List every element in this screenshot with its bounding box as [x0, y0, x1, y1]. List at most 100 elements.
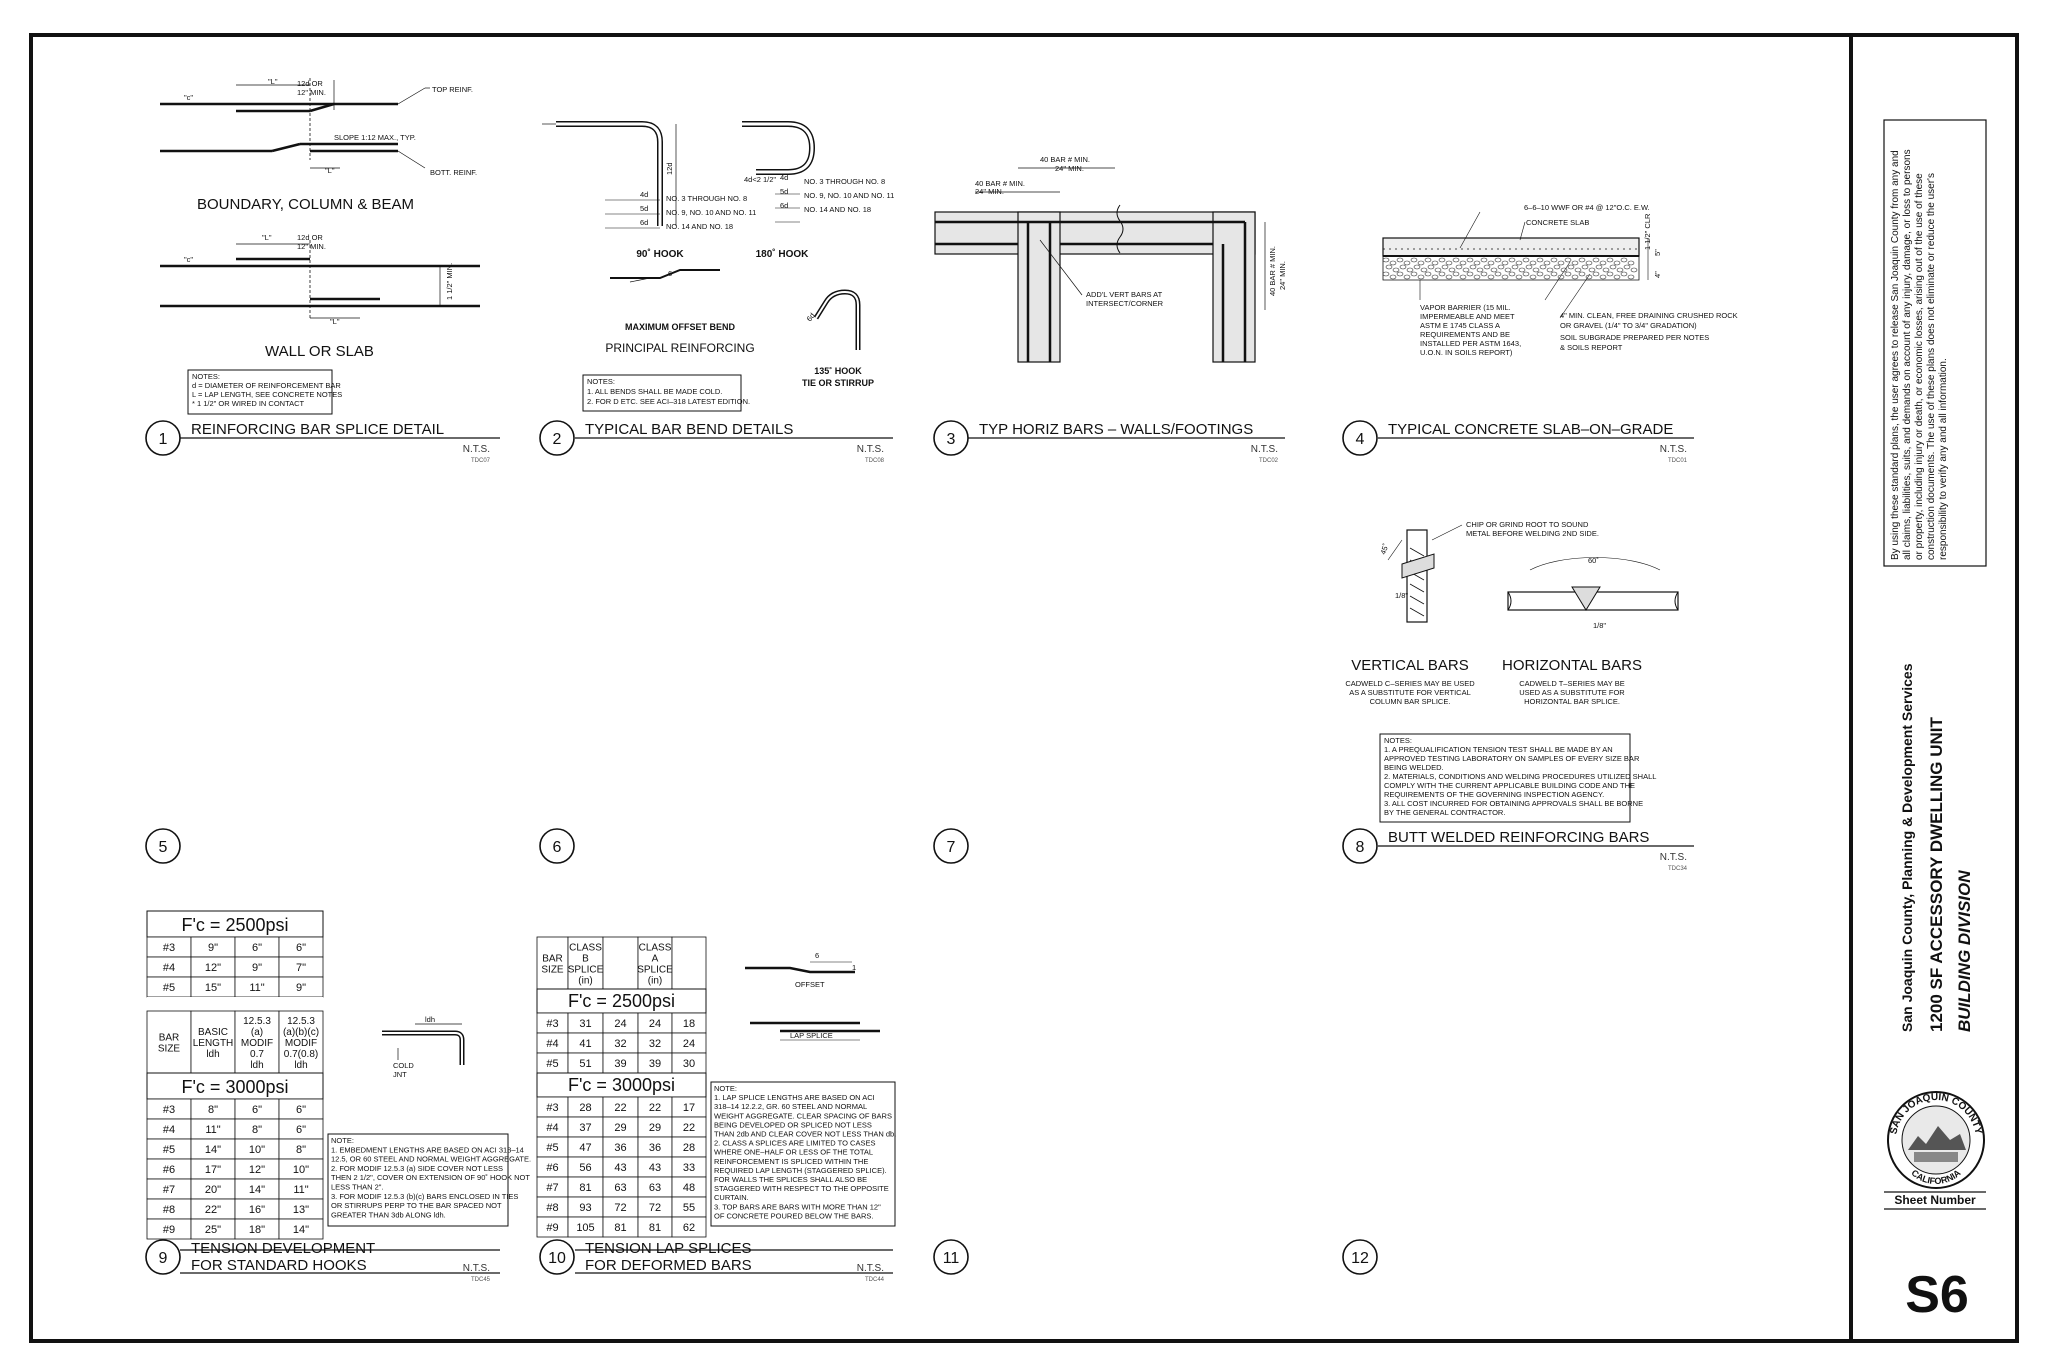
- d8-note-4: 2. MATERIALS, CONDITIONS AND WELDING PRO…: [1384, 772, 1656, 781]
- title-block: By using these standard plans, the user …: [1883, 119, 1987, 1324]
- table-header-text: (a): [251, 1027, 263, 1038]
- table-cell: [671, 1216, 707, 1238]
- d9-cold: COLD: [393, 1061, 414, 1070]
- table-cell-text: #3: [546, 1018, 558, 1030]
- gravel-stone: [1557, 274, 1565, 280]
- detail-title: TENSION LAP SPLICES: [585, 1240, 751, 1257]
- table-header-text: 0.7(0.8): [284, 1049, 318, 1060]
- gravel-stone: [1532, 267, 1540, 273]
- detail-number: 12: [1351, 1250, 1369, 1267]
- d4-subgrade-1: & SOILS REPORT: [1560, 343, 1623, 352]
- gravel-stone: [1469, 264, 1477, 270]
- table-cell-text: 12": [205, 962, 221, 974]
- gravel-stone: [1564, 271, 1572, 277]
- table-cell-text: #5: [163, 1144, 175, 1156]
- table-cell: [146, 1010, 192, 1074]
- table-cell-text: #5: [163, 982, 175, 994]
- table-cell-text: #3: [163, 942, 175, 954]
- table-cell-text: 9": [208, 942, 218, 954]
- table-cell-text: 24: [683, 1038, 695, 1050]
- gravel-stone: [1522, 271, 1530, 277]
- detail-number: 9: [159, 1250, 168, 1267]
- table-cell: [278, 1010, 324, 1074]
- table-cell-text: #9: [546, 1222, 558, 1234]
- gravel-stone: [1592, 257, 1600, 263]
- table-cell-text: 14": [293, 1224, 309, 1236]
- table-cell-text: 9": [296, 982, 306, 994]
- d2-dim-c: 4d<2 1/2": [744, 175, 776, 184]
- table-cell-text: 36: [614, 1142, 626, 1154]
- table-cell-text: 22: [614, 1102, 626, 1114]
- detail-2-drawing: [542, 121, 893, 439]
- gravel-stone: [1480, 271, 1488, 277]
- d9-ldh: ldh: [425, 1015, 435, 1024]
- d1-dim-12d: 12d OR: [297, 79, 323, 88]
- detail-6-header: 6: [539, 828, 575, 864]
- d8-hnote-0: CADWELD T–SERIES MAY BE: [1519, 679, 1624, 688]
- detail-subtitle: FOR STANDARD HOOKS: [191, 1257, 367, 1274]
- d10-note-6: 2. CLASS A SPLICES ARE LIMITED TO CASES: [714, 1139, 875, 1148]
- gravel-stone: [1487, 260, 1495, 266]
- table-header-text: (in): [578, 976, 592, 987]
- d1-l-top: "L": [268, 77, 278, 86]
- d2-5db: 5d: [780, 187, 788, 196]
- detail-title: TYPICAL BAR BEND DETAILS: [585, 421, 793, 438]
- detail-number: 2: [553, 431, 562, 448]
- gravel-stone: [1606, 271, 1614, 277]
- table-cell-text: 72: [614, 1202, 626, 1214]
- table-header-text: 12.5.3: [243, 1016, 271, 1027]
- gravel-stone: [1431, 260, 1439, 266]
- d8-note-2: APPROVED TESTING LABORATORY ON SAMPLES O…: [1384, 754, 1640, 763]
- detail-number-circle: [1342, 420, 1378, 456]
- gravel-stone: [1459, 274, 1467, 280]
- gravel-stone: [1578, 257, 1586, 263]
- d9-note-3: 2. FOR MODIF 12.5.3 (a) SIDE COVER NOT L…: [331, 1164, 503, 1173]
- d10-note-12: CURTAIN.: [714, 1193, 749, 1202]
- table-cell-text: 6": [252, 1104, 262, 1116]
- table-cell-text: 31: [579, 1018, 591, 1030]
- d9-note-1: 1. EMBEDMENT LENGTHS ARE BASED ON ACI 31…: [331, 1145, 524, 1154]
- table-cell-text: 16": [249, 1204, 265, 1216]
- table-cell-text: 8": [296, 1144, 306, 1156]
- d9-note-8: GREATER THAN 3db ALONG ldh.: [331, 1210, 446, 1219]
- table-header-text: 0.7: [250, 1049, 264, 1060]
- table-cell-text: 11": [205, 1124, 220, 1136]
- table-cell-text: #5: [546, 1058, 558, 1070]
- table-cell-text: 24: [614, 1018, 626, 1030]
- d8-note-7: 3. ALL COST INCURRED FOR OBTAINING APPRO…: [1384, 799, 1643, 808]
- table-cell-text: 62: [683, 1222, 695, 1234]
- gravel-stone: [1606, 257, 1614, 263]
- disclaimer-text: By using these standard plans, the user …: [1890, 149, 1949, 560]
- sheet-number-label: Sheet Number: [1894, 1193, 1976, 1207]
- gravel-stone: [1539, 264, 1547, 270]
- detail-number: 1: [159, 431, 168, 448]
- d2-six: 6: [668, 269, 672, 278]
- table-header-text: SIZE: [158, 1044, 181, 1055]
- detail-11-header: 11: [933, 1239, 969, 1275]
- gravel-stone: [1403, 274, 1411, 280]
- d2-row3: NO. 14 AND NO. 18: [666, 222, 733, 231]
- table-cell-text: 8": [208, 1104, 218, 1116]
- d4-vapor-5: U.O.N. IN SOILS REPORT): [1420, 348, 1513, 357]
- gravel-stone: [1529, 274, 1537, 280]
- gravel-stone: [1567, 264, 1575, 270]
- gravel-stone: [1445, 274, 1453, 280]
- detail-number: 7: [947, 839, 956, 856]
- org-name: San Joaquin County, Planning & Developme…: [1899, 663, 1915, 1032]
- d10-note-1: 1. LAP SPLICE LENGTHS ARE BASED ON ACI: [714, 1093, 875, 1102]
- detail-title: REINFORCING BAR SPLICE DETAIL: [191, 421, 444, 438]
- d1-dim-12in: 12" MIN.: [297, 88, 326, 97]
- d8-chip-1: METAL BEFORE WELDING 2ND SIDE.: [1466, 529, 1599, 538]
- d9-jnt: JNT: [393, 1070, 407, 1079]
- table-cell-text: #4: [546, 1122, 558, 1134]
- d9-note-6: 3. FOR MODIF 12.5.3 (b)(c) BARS ENCLOSED…: [331, 1192, 518, 1201]
- gravel-stone: [1396, 271, 1404, 277]
- d2-hook180: 180˚ HOOK: [756, 248, 810, 260]
- table-cell-text: 17": [205, 1164, 221, 1176]
- d1-slope: SLOPE 1:12 MAX., TYP.: [334, 133, 416, 142]
- table-cell-text: 12": [249, 1164, 265, 1176]
- detail-1-drawing: [160, 78, 500, 439]
- d10-offset: OFFSET: [795, 980, 825, 989]
